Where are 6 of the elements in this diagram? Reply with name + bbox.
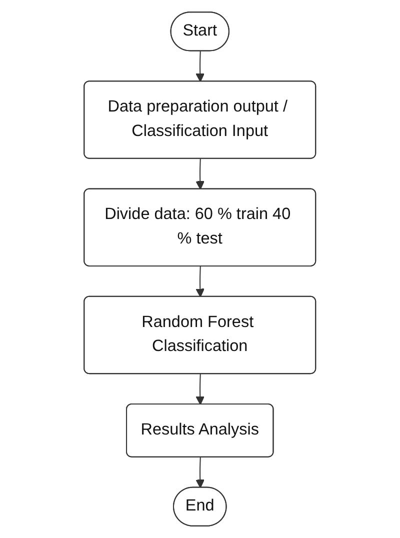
arrow [196, 374, 205, 405]
arrow [196, 457, 205, 488]
arrow [196, 51, 205, 82]
arrow [196, 158, 205, 190]
flowchart: Start Data preparation output / Classification Input Divide data: 60 % train 40 % test Random Forest Classification Results Analysis End [76, 4, 324, 534]
arrow [196, 266, 205, 298]
